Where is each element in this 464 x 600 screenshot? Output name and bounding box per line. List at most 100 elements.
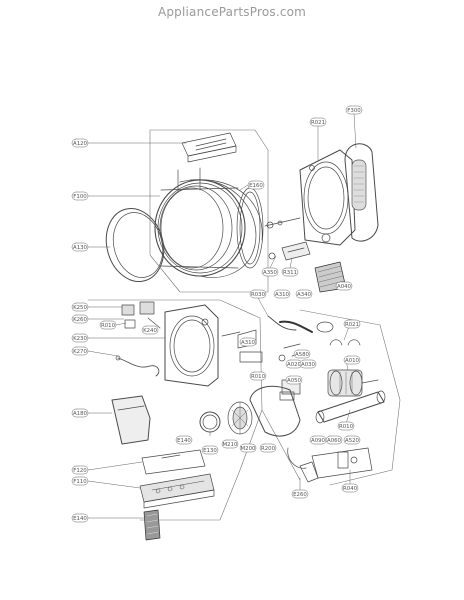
callout-a340: A340 (295, 289, 313, 299)
svg-text:K270: K270 (73, 349, 87, 355)
callout-a390: R030 (249, 289, 269, 317)
callout-m200: M200 (239, 443, 257, 453)
svg-text:R311: R311 (283, 270, 297, 276)
svg-text:A020: A020 (287, 362, 302, 368)
drum-front-ring (105, 208, 165, 282)
watermark: AppliancePartsPros.com (157, 5, 307, 19)
svg-text:A520: A520 (345, 438, 360, 444)
callout-f240: A180 (71, 408, 113, 418)
callout-m210: M210 (221, 439, 239, 449)
svg-text:A350: A350 (263, 270, 278, 276)
callout-a520: A520 (343, 435, 361, 445)
callout-f110: F110 (71, 476, 141, 489)
callout-a060: A060 (325, 435, 343, 445)
svg-text:A040: A040 (337, 284, 352, 290)
rear-drum-housing (299, 149, 356, 246)
callout-t150: E140 (71, 513, 145, 523)
svg-text:F110: F110 (73, 479, 87, 485)
svg-text:E130: E130 (203, 448, 217, 454)
svg-text:A340: A340 (297, 292, 312, 298)
callout-a020: A020 (285, 359, 303, 369)
callout-a050: A050 (285, 375, 303, 385)
drum-shaft (264, 217, 301, 229)
callout-k250: K250 (71, 302, 123, 312)
svg-text:F120: F120 (73, 468, 87, 474)
svg-text:A060: A060 (327, 438, 342, 444)
svg-text:R021: R021 (345, 322, 359, 328)
svg-text:E260: E260 (293, 492, 307, 498)
callout-a130: A130 (71, 242, 111, 252)
lint-cover (111, 395, 151, 445)
filter-screen (143, 509, 161, 541)
callout-k240: K240 (141, 325, 159, 335)
callout-a330: A310 (273, 289, 291, 299)
svg-text:F100: F100 (73, 194, 87, 200)
rear-panel (344, 143, 379, 242)
callout-f100: F100 (71, 191, 161, 201)
control-bar (139, 449, 215, 509)
callout-k260: K260 (71, 314, 125, 324)
svg-text:R030: R030 (251, 292, 266, 298)
svg-text:A130: A130 (73, 245, 88, 251)
callout-r040: R040 (341, 469, 359, 493)
svg-text:R010: R010 (339, 424, 354, 430)
sensor-bracket (268, 241, 311, 261)
exhaust-duct (315, 390, 386, 424)
svg-text:R010: R010 (251, 374, 266, 380)
idler-assembly (221, 315, 334, 357)
svg-text:K230: K230 (73, 336, 87, 342)
callout-e160: E160 (239, 180, 265, 191)
svg-text:A030: A030 (301, 362, 316, 368)
svg-text:K250: K250 (73, 305, 87, 311)
svg-text:R010: R010 (101, 323, 116, 329)
door-switch-group (121, 301, 161, 329)
svg-text:E140: E140 (73, 516, 87, 522)
callout-k270: K270 (71, 346, 119, 357)
callout-a321: R010 (249, 371, 267, 381)
callout-a370: A580 (293, 349, 311, 359)
idler-ring (199, 411, 221, 433)
svg-text:A050: A050 (287, 378, 302, 384)
svg-text:E160: E160 (249, 183, 263, 189)
drum-assembly (154, 179, 264, 278)
callout-e140: E140 (175, 435, 193, 445)
svg-text:A310: A310 (241, 340, 256, 346)
callout-a010: A010 (343, 355, 361, 371)
svg-text:R200: R200 (261, 446, 276, 452)
drive-motor (327, 369, 379, 397)
callout-a090: A090 (309, 435, 327, 445)
svg-text:A010: A010 (345, 358, 360, 364)
blower-housing (227, 385, 301, 437)
svg-text:M210: M210 (223, 442, 239, 448)
front-bulkhead (164, 304, 219, 387)
filter-housing (177, 132, 237, 193)
motor-mount-base (287, 447, 373, 483)
svg-text:A310: A310 (275, 292, 290, 298)
svg-text:F300: F300 (347, 108, 361, 114)
callout-a240: E260 (291, 477, 309, 499)
svg-text:K260: K260 (73, 317, 87, 323)
svg-text:R021: R021 (311, 120, 325, 126)
callout-labels: A120 F100 A130 K250 K260 R010 (71, 105, 363, 523)
callout-a400: R021 (309, 117, 327, 161)
svg-text:M200: M200 (241, 446, 257, 452)
callout-r030: R010 (337, 409, 355, 431)
callout-f120: F120 (71, 461, 143, 475)
callout-a350: A350 (261, 255, 279, 277)
svg-text:A580: A580 (295, 352, 310, 358)
callout-a351: R311 (281, 257, 299, 277)
svg-text:K240: K240 (143, 328, 157, 334)
callout-k230: K230 (71, 333, 166, 343)
wire-harness (115, 355, 160, 377)
callout-a120: A120 (71, 138, 187, 148)
callout-a030: A030 (299, 359, 317, 369)
svg-text:A090: A090 (311, 438, 326, 444)
callout-e130: E130 (201, 431, 219, 455)
callout-r010: R010 (99, 320, 127, 330)
svg-text:E140: E140 (177, 438, 191, 444)
callout-r021: R021 (343, 319, 361, 341)
callout-a380: A310 (239, 337, 257, 347)
callout-r310: A040 (335, 281, 353, 291)
svg-text:A180: A180 (73, 411, 88, 417)
